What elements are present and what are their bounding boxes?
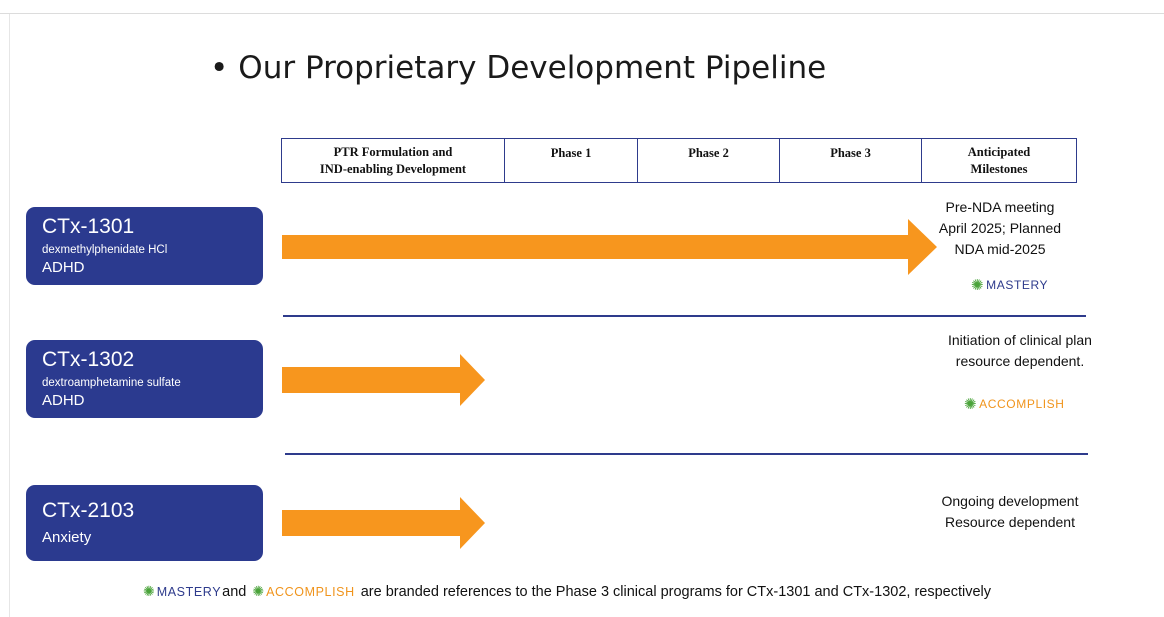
- milestone-line: NDA mid-2025: [954, 241, 1046, 257]
- header-phase-1: Phase 1: [504, 138, 638, 183]
- header-ptr-line2: IND-enabling Development: [319, 161, 467, 176]
- footer-and: and: [222, 583, 247, 600]
- milestone-ctx-1302: Initiation of clinical plan resource dep…: [925, 330, 1115, 372]
- accomplish-logo: ✺ACCOMPLISH: [964, 395, 1065, 413]
- milestone-line: Pre-NDA meeting: [945, 199, 1055, 215]
- row-separator: [283, 315, 1086, 317]
- header-phase-3: Phase 3: [779, 138, 922, 183]
- program-name: CTx-1302: [42, 348, 135, 371]
- footer-mastery-logo: MASTERY: [156, 584, 222, 599]
- program-box-ctx-1302: CTx-1302 dextroamphetamine sulfate ADHD: [26, 340, 263, 418]
- program-box-ctx-1301: CTx-1301 dexmethylphenidate HCl ADHD: [26, 207, 263, 285]
- program-box-ctx-2103: CTx-2103 Anxiety: [26, 485, 263, 561]
- starburst-icon: ✺: [143, 583, 155, 599]
- milestone-line: Initiation of clinical plan: [948, 332, 1092, 348]
- progress-arrow-ctx-1302: [282, 354, 485, 406]
- footer-accomplish-logo: ACCOMPLISH: [266, 584, 355, 599]
- footer-note: ✺ MASTERY and ✺ ACCOMPLISH are branded r…: [143, 583, 991, 600]
- header-phase-2: Phase 2: [637, 138, 780, 183]
- footer-text: are branded references to the Phase 3 cl…: [360, 583, 991, 600]
- header-milestones-line1: Anticipated: [967, 144, 1031, 159]
- title-bullet: •: [210, 50, 229, 86]
- progress-arrow-ctx-1301: [282, 219, 937, 275]
- milestone-line: April 2025; Planned: [938, 220, 1062, 236]
- program-drug: dextroamphetamine sulfate: [42, 377, 181, 389]
- starburst-icon: ✺: [964, 396, 978, 413]
- header-phase-2-label: Phase 2: [688, 146, 729, 160]
- program-indication: ADHD: [42, 392, 85, 409]
- accomplish-logo-text: ACCOMPLISH: [979, 397, 1065, 411]
- mastery-logo: ✺MASTERY: [971, 276, 1048, 294]
- program-drug: dexmethylphenidate HCl: [42, 244, 168, 256]
- slide-left-border: [9, 14, 10, 617]
- program-name: CTx-2103: [42, 499, 135, 522]
- milestone-ctx-2103: Ongoing development Resource dependent: [920, 491, 1100, 533]
- milestone-ctx-1301: Pre-NDA meeting April 2025; Planned NDA …: [920, 197, 1080, 260]
- header-milestones-line2: Milestones: [970, 161, 1028, 176]
- program-indication: ADHD: [42, 259, 85, 276]
- program-indication: Anxiety: [42, 529, 92, 546]
- milestone-line: Ongoing development: [941, 493, 1079, 509]
- mastery-logo-text: MASTERY: [986, 278, 1049, 292]
- title-text: Our Proprietary Development Pipeline: [238, 50, 827, 86]
- milestone-line: Resource dependent: [945, 514, 1075, 530]
- milestone-line: resource dependent.: [955, 353, 1085, 369]
- starburst-icon: ✺: [971, 277, 985, 294]
- header-phase-3-label: Phase 3: [830, 146, 871, 160]
- progress-arrow-ctx-2103: [282, 497, 485, 549]
- header-ptr-line1: PTR Formulation and: [333, 144, 453, 159]
- slide-title: •Our Proprietary Development Pipeline: [210, 50, 826, 86]
- program-name: CTx-1301: [42, 215, 135, 238]
- row-separator: [285, 453, 1088, 455]
- header-phase-1-label: Phase 1: [550, 146, 592, 160]
- starburst-icon: ✺: [252, 583, 265, 599]
- slide-top-border: [0, 13, 1164, 14]
